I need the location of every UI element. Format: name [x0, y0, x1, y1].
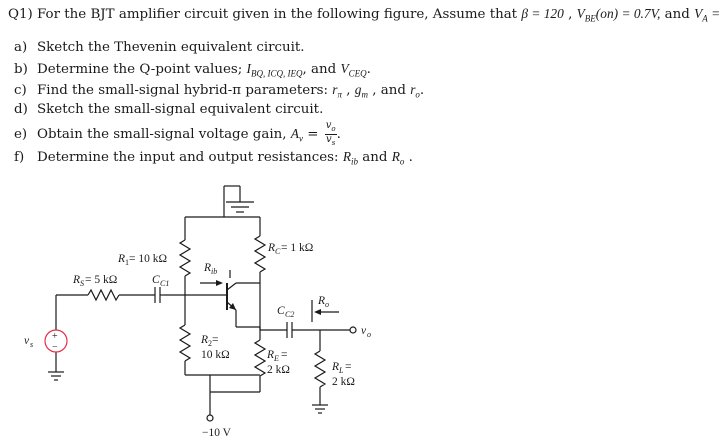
question-header: Q1) For the BJT amplifier circuit given … — [8, 6, 720, 24]
svg-text:R: R — [267, 242, 275, 254]
item-d: d)Sketch the small-signal equivalent cir… — [14, 102, 324, 117]
re-label: R E = 2 kΩ — [266, 349, 290, 376]
r1-resistor — [178, 217, 192, 295]
cc2-label: C C2 — [277, 305, 294, 319]
item-f: f)Determine the input and output resista… — [14, 149, 413, 167]
negative-supply-label: −10 V — [202, 427, 232, 439]
rl-label: R L = 2 kΩ — [331, 361, 355, 388]
svg-text:2: 2 — [208, 339, 212, 348]
r2-resistor — [178, 295, 260, 376]
svg-text:R: R — [117, 253, 125, 265]
svg-text:S: S — [80, 279, 84, 288]
svg-text:R: R — [331, 361, 339, 373]
vs-label: v s — [24, 335, 33, 349]
rc-resistor — [236, 217, 267, 284]
item-c: c)Find the small-signal hybrid-π paramet… — [14, 82, 425, 100]
vo-label: v o — [361, 325, 371, 339]
r1-label: R 1 = 10 kΩ — [117, 253, 167, 267]
svg-text:10 kΩ: 10 kΩ — [201, 349, 230, 361]
svg-text:1: 1 — [125, 258, 129, 267]
svg-text:C: C — [275, 247, 281, 256]
cc2-capacitor — [259, 283, 357, 338]
svg-text:=: = — [345, 361, 352, 373]
svg-text:ib: ib — [211, 267, 217, 276]
rib-label: R ib — [203, 262, 217, 276]
rl-resistor — [312, 330, 328, 414]
svg-text:v: v — [24, 335, 30, 347]
svg-text:−: − — [52, 342, 58, 353]
cc1-label: C C1 — [152, 274, 169, 288]
svg-text:L: L — [338, 366, 344, 375]
svg-text:R: R — [317, 295, 325, 307]
top-ground-symbol — [223, 185, 254, 217]
rc-label: R C = 1 kΩ — [267, 242, 313, 256]
rs-label: R S = 5 kΩ — [72, 274, 117, 288]
vbe-value: (on) = 0.7V, — [595, 6, 661, 21]
svg-text:R: R — [72, 274, 80, 286]
npn-transistor — [226, 282, 237, 327]
svg-text:2 kΩ: 2 kΩ — [332, 376, 355, 388]
re-resistor — [206, 327, 267, 422]
svg-text:2 kΩ: 2 kΩ — [267, 364, 290, 376]
svg-text:=: = — [212, 334, 219, 346]
svg-text:R: R — [203, 262, 211, 274]
svg-text:+: + — [52, 331, 58, 342]
svg-text:= 10 kΩ: = 10 kΩ — [129, 253, 167, 265]
svg-text:R: R — [200, 334, 208, 346]
svg-text:= 1 kΩ: = 1 kΩ — [281, 242, 313, 254]
ro-arrow — [311, 300, 339, 322]
svg-text:E: E — [273, 354, 279, 363]
svg-text:s: s — [30, 340, 33, 349]
svg-text:C: C — [152, 274, 160, 286]
item-e: e)Obtain the small-signal voltage gain, … — [14, 120, 341, 148]
svg-text:=: = — [281, 349, 288, 361]
svg-text:o: o — [325, 300, 329, 309]
input-source-branch — [48, 287, 164, 381]
svg-text:R: R — [266, 349, 274, 361]
svg-text:C2: C2 — [285, 310, 294, 319]
svg-text:C: C — [277, 305, 285, 317]
item-b: b)Determine the Q-point values; IBQ, ICQ… — [14, 61, 371, 79]
r2-label: R 2 = 10 kΩ — [200, 334, 230, 361]
rib-arrow — [200, 270, 231, 286]
svg-text:C1: C1 — [160, 279, 169, 288]
beta-value: β = 120 — [521, 6, 564, 21]
voltage-source: + − — [44, 329, 68, 353]
item-a: a)Sketch the Thevenin equivalent circuit… — [14, 40, 305, 55]
va-value: = ∞. — [711, 6, 720, 21]
svg-text:= 5 kΩ: = 5 kΩ — [85, 274, 117, 286]
svg-text:o: o — [367, 330, 371, 339]
svg-text:v: v — [361, 325, 367, 337]
ro-label: R o — [317, 295, 329, 309]
